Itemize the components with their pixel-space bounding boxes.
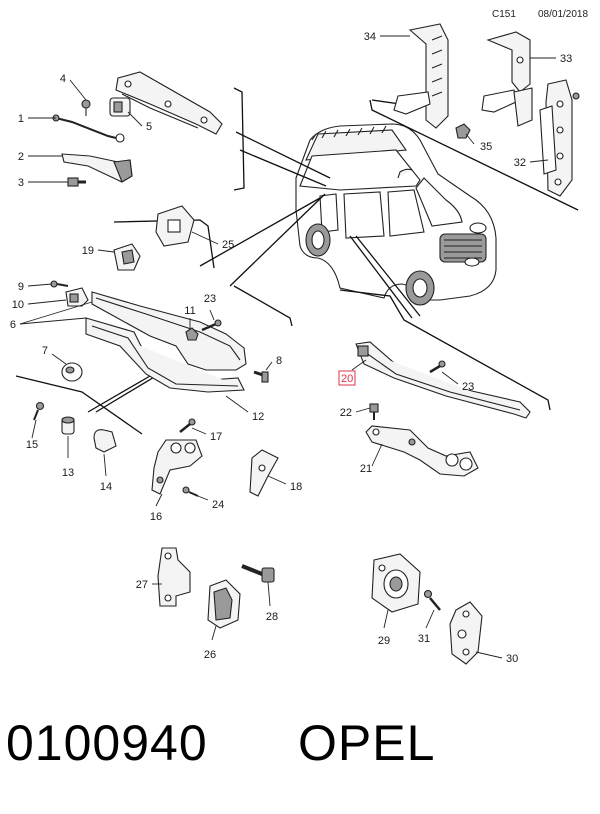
striker-part-30 [449,601,483,665]
callout-18: 18 [290,481,302,493]
mount-plate-part-29 [371,553,421,613]
screw-part-4 [81,99,91,116]
guide-block-part-26 [207,579,241,629]
callout-22: 22 [340,407,352,419]
callout-4: 4 [60,73,66,85]
callout-11: 11 [184,305,195,317]
callout-31: 31 [418,633,430,645]
screw-part-15 [33,401,45,421]
bolt-part-28 [241,564,275,583]
upper-rail-part-6 [91,291,247,371]
sliding-door-rail-part-34 [393,23,449,129]
callout-6: 6 [10,319,16,331]
van-illustration [295,123,497,306]
bracket-part-18 [249,449,279,497]
screw-part-31 [423,589,441,611]
callout-23-left: 23 [204,293,216,305]
screw-part-17 [179,418,196,433]
callout-14: 14 [100,481,112,493]
screw-part-24 [182,486,199,497]
front-door-bracket-assembly [115,71,223,135]
nut-part-11 [185,327,199,341]
stud-part-8 [253,370,269,383]
bolt-part-23-left [201,319,222,332]
bushing-part-13 [61,416,75,435]
callout-1: 1 [18,113,24,125]
diagram-code: C151 [492,9,516,20]
lower-rail-part-12 [85,317,245,393]
bracket-part-25 [155,205,195,247]
lower-roller-bracket-part-16 [151,439,203,495]
callout-25: 25 [222,239,234,251]
cap-part-7 [61,362,83,382]
callout-3: 3 [18,177,24,189]
leader-lines [19,35,556,659]
diagram-date: 08/01/2018 [538,9,589,20]
lower-rail-part-20 [355,341,531,419]
callout-17: 17 [210,431,222,443]
callout-15: 15 [26,439,38,451]
callout-7: 7 [42,345,48,357]
callout-27: 27 [136,579,148,591]
callout-30: 30 [506,653,518,665]
callout-2: 2 [18,151,24,163]
end-stop-part-10 [65,287,89,307]
sliding-door-roller-part-32 [539,79,580,197]
callout-19: 19 [82,245,94,257]
callout-5: 5 [146,121,152,133]
part-number: 0100940 [6,715,208,771]
callout-23-right: 23 [462,381,474,393]
clip-part-5 [109,97,131,117]
slide-rail-part-2 [61,153,133,183]
callout-32: 32 [514,157,526,169]
bolt-part-23-right [429,360,446,374]
callout-26: 26 [204,649,216,661]
callout-28: 28 [266,611,278,623]
bumper-part-19 [113,243,141,271]
sliding-door-rail-part-33 [481,31,533,127]
center-roller-arm-part-21 [365,425,479,477]
brand-name: OPEL [298,715,436,771]
parts-diagram: 4 1 2 3 5 34 33 35 32 19 25 9 10 6 7 11 … [10,23,580,665]
callout-12: 12 [252,411,264,423]
callout-10: 10 [12,299,24,311]
callout-9: 9 [18,281,24,293]
callout-29: 29 [378,635,390,647]
screw-part-22 [369,403,379,420]
callout-35: 35 [480,141,492,153]
callout-16: 16 [150,511,162,523]
bolt-part-3 [67,177,86,187]
callout-34: 34 [364,31,376,43]
highlight-box-20 [338,370,356,386]
callout-20: 20 [341,373,353,385]
callout-8: 8 [276,355,282,367]
rod-part-1 [52,114,125,143]
striker-plate-part-27 [157,547,191,607]
callout-33: 33 [560,53,572,65]
clip-part-14 [93,429,117,453]
bolt-part-9 [50,280,69,288]
callout-13: 13 [62,467,74,479]
callout-21: 21 [360,463,372,475]
callout-24: 24 [212,499,224,511]
